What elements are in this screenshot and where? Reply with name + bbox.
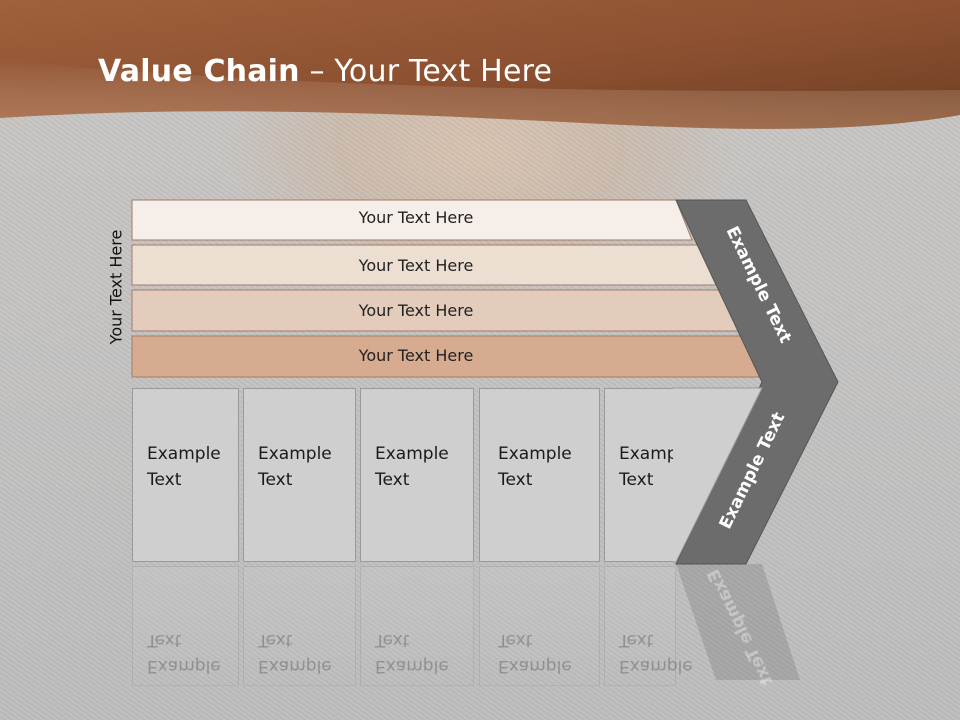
chevron-reflection xyxy=(676,564,800,680)
row-label-4: Your Text Here xyxy=(358,346,474,365)
title-rest: – Your Text Here xyxy=(299,54,553,89)
slide-title: Value Chain – Your Text Here xyxy=(98,54,552,89)
row-label-2: Your Text Here xyxy=(358,256,474,275)
row-label-3: Your Text Here xyxy=(358,301,474,320)
row-bar-1 xyxy=(131,199,693,241)
title-banner xyxy=(0,0,960,129)
title-bold: Value Chain xyxy=(98,54,300,89)
column-box-5-slant xyxy=(673,387,763,563)
chevron-shape xyxy=(675,199,839,565)
row-label-1: Your Text Here xyxy=(358,208,474,227)
